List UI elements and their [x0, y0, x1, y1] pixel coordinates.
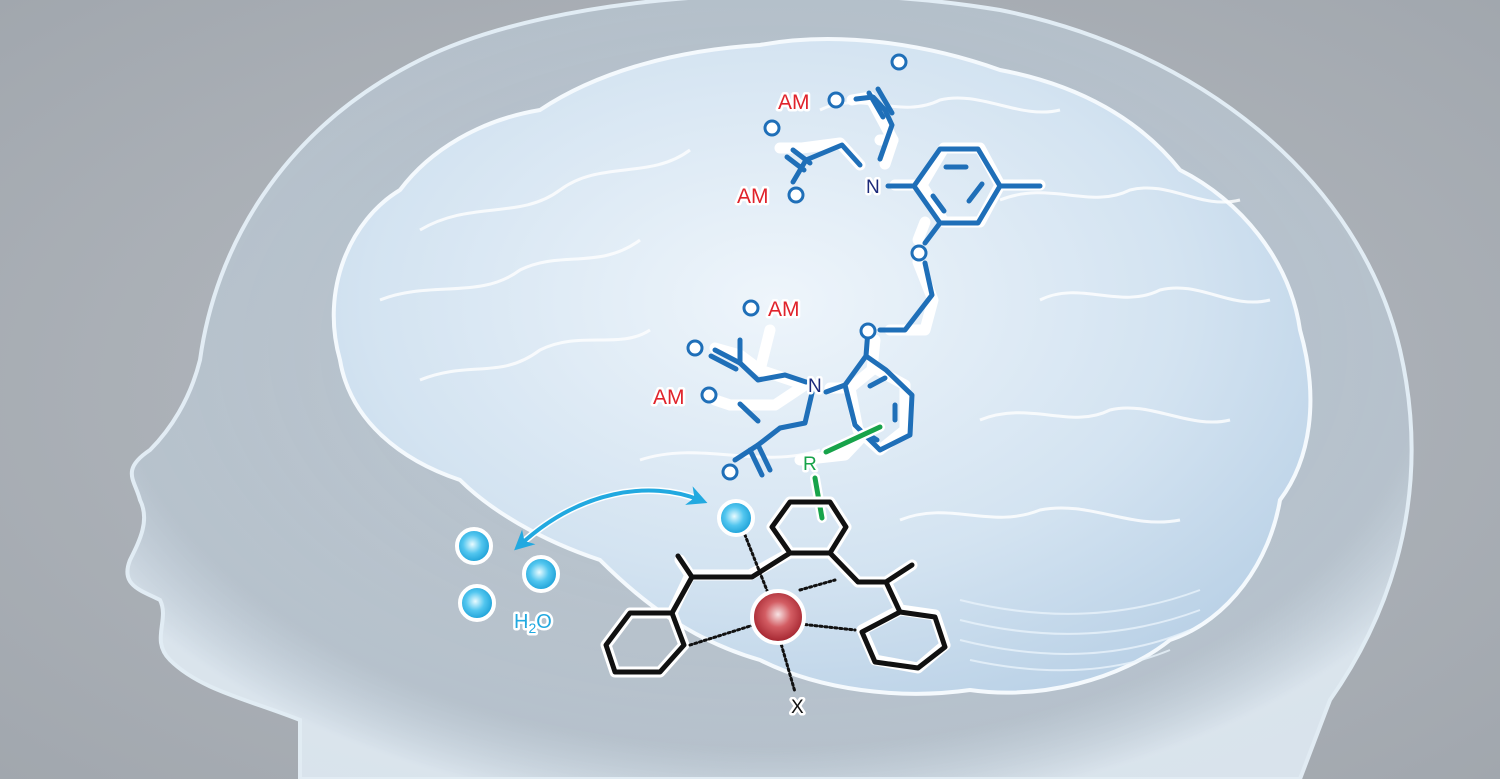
oxygen-atoms	[686, 53, 928, 481]
water-molecules	[455, 499, 755, 622]
am-label-4: AM	[653, 386, 685, 409]
am-label-3: AM	[768, 298, 800, 321]
linker-r-label: R	[803, 454, 817, 475]
bapta-bottom-fragment	[708, 327, 915, 478]
water-label: H2O	[514, 611, 552, 636]
nitrogen-top: N	[866, 177, 880, 198]
ligand-x-label: X	[791, 697, 804, 718]
nitrogen-bottom: N	[808, 376, 822, 397]
am-label-1: AM	[778, 91, 810, 114]
metal-complex	[600, 496, 951, 694]
metal-center	[750, 589, 806, 645]
am-label-2: AM	[737, 185, 769, 208]
